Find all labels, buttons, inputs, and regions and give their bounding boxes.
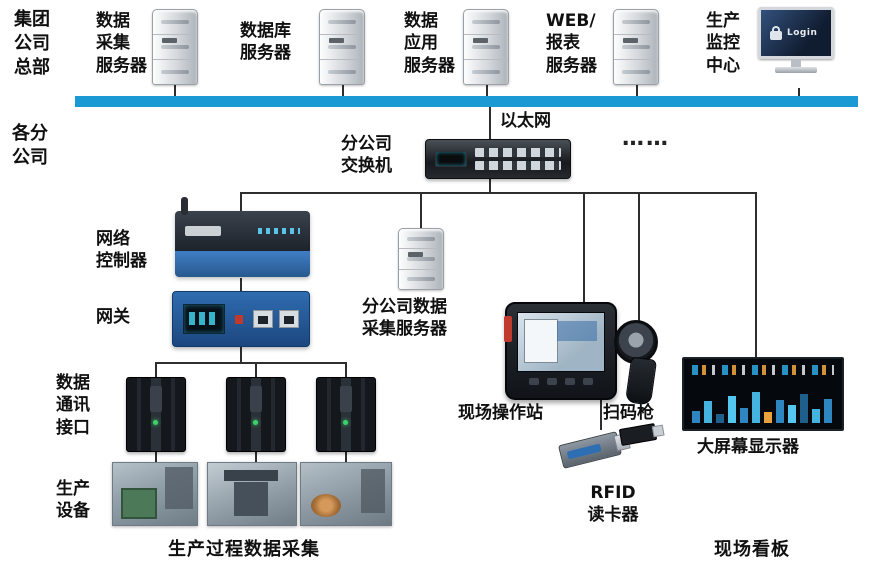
branch-server-label: 分公司数据 采集服务器 xyxy=(362,297,447,340)
branch-bus-line xyxy=(240,192,756,194)
branch-title: 各分 公司 xyxy=(12,123,48,168)
connector-line xyxy=(342,85,344,97)
rfid-reader-icon xyxy=(557,423,665,476)
connector-line xyxy=(345,362,347,377)
scanner-ring xyxy=(614,320,658,364)
controller-logo xyxy=(185,226,221,236)
monitoring-center-label: 生产 监控 中心 xyxy=(706,11,740,76)
database-server-icon xyxy=(319,9,365,85)
station-accent xyxy=(504,316,512,342)
gateway-label: 网关 xyxy=(96,307,130,327)
equipment-photo xyxy=(112,462,198,526)
connector-line xyxy=(636,85,638,97)
interface-bus-line xyxy=(155,362,347,364)
field-station-label: 现场操作站 xyxy=(458,403,543,423)
monitor-base xyxy=(775,67,817,73)
connector-line xyxy=(174,85,176,97)
rfid-stick-small xyxy=(618,423,665,446)
login-text: Login xyxy=(787,28,818,38)
scanner-body xyxy=(624,356,658,406)
data-comm-module-icon xyxy=(226,377,286,452)
equipment-photo xyxy=(207,462,297,526)
display-ticker-row xyxy=(692,365,834,375)
connector-line xyxy=(489,179,491,193)
field-operation-station-icon xyxy=(504,302,617,400)
network-controller-icon xyxy=(175,197,310,277)
branch-switch-label: 分公司 交换机 xyxy=(341,134,392,177)
data-collection-server-icon xyxy=(152,9,198,85)
branch-switch-icon xyxy=(425,139,571,179)
monitor-screen: Login xyxy=(758,7,834,59)
monitoring-center-monitor-icon: Login xyxy=(758,7,834,73)
web-report-server-label: WEB/ 报表 服务器 xyxy=(546,11,597,76)
switch-ports xyxy=(475,148,561,170)
connector-line xyxy=(240,192,242,212)
gateway-icon xyxy=(172,291,310,347)
data-comm-interface-label: 数据 通讯 接口 xyxy=(56,373,90,438)
connector-line xyxy=(583,192,585,302)
connector-line xyxy=(240,347,242,363)
switch-display xyxy=(435,151,467,167)
web-report-server-icon xyxy=(613,9,659,85)
display-bars xyxy=(692,387,834,423)
gateway-ports xyxy=(253,310,299,328)
ethernet-label: 以太网 xyxy=(500,111,551,131)
data-comm-module-icon xyxy=(126,377,186,452)
connector-line xyxy=(155,450,157,462)
connector-line xyxy=(155,362,157,377)
data-comm-module-icon xyxy=(316,377,376,452)
gateway-led xyxy=(234,314,243,324)
connector-line xyxy=(798,88,800,97)
equipment-photo xyxy=(300,462,392,526)
station-window xyxy=(524,319,558,363)
antenna-icon xyxy=(181,197,188,215)
connector-line xyxy=(420,192,422,228)
ellipsis-more-branches: …… xyxy=(622,126,670,151)
station-screen xyxy=(517,312,605,372)
connector-line xyxy=(255,450,257,462)
station-buttons xyxy=(517,378,605,385)
scanner-label: 扫码枪 xyxy=(603,403,654,423)
rfid-stick-large xyxy=(557,431,631,469)
caption-field-kanban: 现场看板 xyxy=(714,539,790,560)
application-server-icon xyxy=(463,9,509,85)
connector-line xyxy=(638,192,640,322)
network-controller-label: 网络 控制器 xyxy=(96,229,147,272)
lock-icon xyxy=(770,26,782,40)
monitor-stand xyxy=(791,59,801,67)
connector-line xyxy=(489,107,491,140)
connector-line xyxy=(486,85,488,97)
ethernet-backbone-bar xyxy=(75,96,858,107)
large-display-label: 大屏幕显示器 xyxy=(697,437,799,457)
connector-line xyxy=(600,400,602,430)
production-equipment-label: 生产 设备 xyxy=(56,479,90,522)
connector-line xyxy=(345,450,347,462)
database-server-label: 数据库 服务器 xyxy=(240,21,291,64)
rfid-label: RFID 读卡器 xyxy=(587,483,639,526)
gateway-display xyxy=(183,304,225,334)
application-server-label: 数据 应用 服务器 xyxy=(404,11,455,76)
connector-line xyxy=(755,192,757,358)
data-collection-server-label: 数据 采集 服务器 xyxy=(96,11,147,76)
caption-production-data-collection: 生产过程数据采集 xyxy=(168,539,320,560)
connector-line xyxy=(255,362,257,377)
hq-title: 集团 公司 总部 xyxy=(14,9,50,78)
large-display-icon xyxy=(682,357,844,431)
branch-server-icon xyxy=(398,228,444,290)
connector-line xyxy=(240,278,242,292)
barcode-scanner-icon xyxy=(614,320,658,406)
controller-leds xyxy=(258,228,300,234)
